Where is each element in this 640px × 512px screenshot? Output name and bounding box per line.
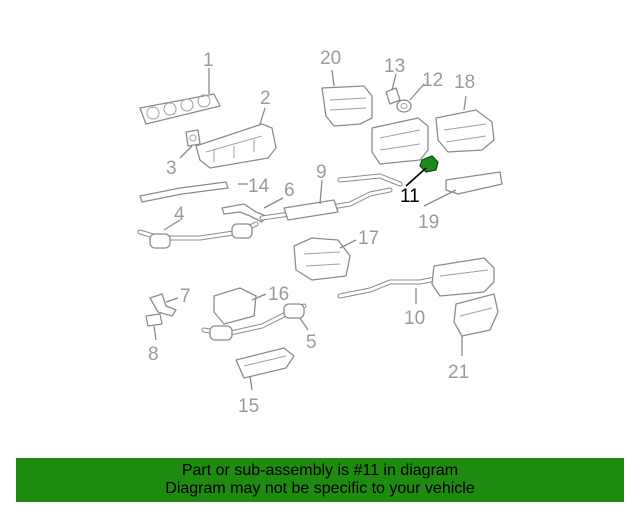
callout-19: 19 xyxy=(418,212,439,233)
part-4-front-pipe-converter[interactable] xyxy=(137,221,259,249)
info-banner: Part or sub-assembly is #11 in diagram D… xyxy=(16,458,624,502)
part-21-heat-shield[interactable] xyxy=(453,293,499,337)
callout-9: 9 xyxy=(316,162,327,183)
banner-line-2: Diagram may not be specific to your vehi… xyxy=(165,480,475,497)
callout-7: 7 xyxy=(180,286,191,307)
callout-21: 21 xyxy=(448,362,469,383)
part-7-bracket[interactable] xyxy=(149,293,177,317)
callout-18: 18 xyxy=(454,72,475,93)
part-19-heat-shield[interactable] xyxy=(445,171,503,195)
part-20-heat-shield[interactable] xyxy=(321,85,373,127)
callout-8: 8 xyxy=(148,344,159,365)
banner-line-1: Part or sub-assembly is #11 in diagram xyxy=(181,462,459,479)
part-17-heat-shield[interactable] xyxy=(293,237,351,281)
part-9-intermediate-pipe[interactable] xyxy=(259,173,403,221)
callout-16: 16 xyxy=(268,284,289,305)
part-8-clamp[interactable] xyxy=(145,313,163,327)
callout-3: 3 xyxy=(166,158,177,179)
callout-5: 5 xyxy=(306,332,317,353)
callout-11: 11 xyxy=(400,186,420,207)
part-2-exhaust-manifold[interactable] xyxy=(195,123,277,169)
part-3-gasket[interactable] xyxy=(185,129,201,147)
part-12-insulator[interactable] xyxy=(396,99,412,113)
part-10-rear-muffler[interactable] xyxy=(337,257,495,299)
part-18-heat-shield[interactable] xyxy=(435,109,495,153)
callout-1: 1 xyxy=(203,50,214,71)
exhaust-parts-diagram: 1 2 3 4 5 7 8 9 10 11 12 13 14 15 16 17 … xyxy=(137,48,503,417)
part-5-pipe-converter[interactable] xyxy=(201,303,307,341)
part-14-heat-shield[interactable] xyxy=(139,181,229,203)
callout-13: 13 xyxy=(384,56,405,77)
callout-20: 20 xyxy=(320,48,341,69)
part-11-highlighted[interactable] xyxy=(419,155,439,173)
muffler-upper[interactable] xyxy=(371,117,429,165)
part-15-heat-shield[interactable] xyxy=(235,347,295,379)
callout-12: 12 xyxy=(422,70,443,91)
callout-10: 10 xyxy=(404,308,425,329)
callout-14: 14 xyxy=(248,176,270,197)
part-1-manifold-gasket[interactable] xyxy=(139,93,221,125)
part-13-hanger[interactable] xyxy=(385,87,401,105)
callout-15: 15 xyxy=(238,396,259,417)
callout-6: 6 xyxy=(284,180,295,201)
callout-2: 2 xyxy=(260,88,271,109)
part-6-bracket[interactable] xyxy=(221,203,267,223)
callout-17: 17 xyxy=(358,228,379,249)
callout-4: 4 xyxy=(174,204,185,225)
part-16-heat-shield[interactable] xyxy=(213,287,257,325)
